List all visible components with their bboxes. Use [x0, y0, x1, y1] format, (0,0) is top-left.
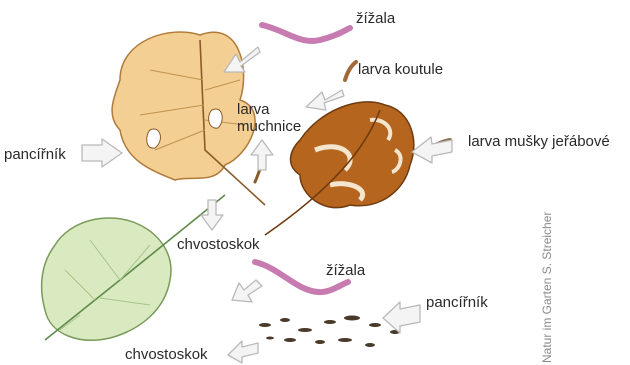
larva-koutule-illustration — [345, 62, 356, 80]
arrow-chvostoskok-mid — [201, 200, 223, 230]
arrow-larva-muchnice — [251, 140, 273, 170]
arrow-larva-musky — [412, 137, 452, 163]
label-chvostoskok-mid: chvostoskok — [177, 236, 260, 253]
arrow-chvostoskok-bottom — [228, 341, 258, 363]
label-zizala-bottom: žížala — [326, 262, 365, 279]
arrow-pancirnik-left — [82, 139, 122, 167]
arrow-zizala-bottom — [232, 280, 262, 302]
label-larva-muchnice: larva muchnice — [237, 101, 301, 135]
arrow-pancirnik-bottom — [383, 302, 420, 333]
label-larva-musky: larva mušky jeřábové — [468, 133, 610, 150]
soil-crumbs — [259, 316, 400, 348]
label-zizala-top: žížala — [356, 10, 395, 27]
credit-text: Natur im Garten S. Streicher — [540, 212, 554, 363]
label-pancirnik-bottom: pancířník — [426, 294, 488, 311]
label-larva-koutule: larva koutule — [358, 61, 443, 78]
green-leaf — [42, 195, 225, 340]
label-chvostoskok-bottom: chvostoskok — [125, 346, 208, 363]
arrow-larva-koutule — [306, 90, 344, 110]
label-pancirnik-left: pancířník — [4, 146, 66, 163]
earthworm-top-illustration — [262, 25, 350, 41]
